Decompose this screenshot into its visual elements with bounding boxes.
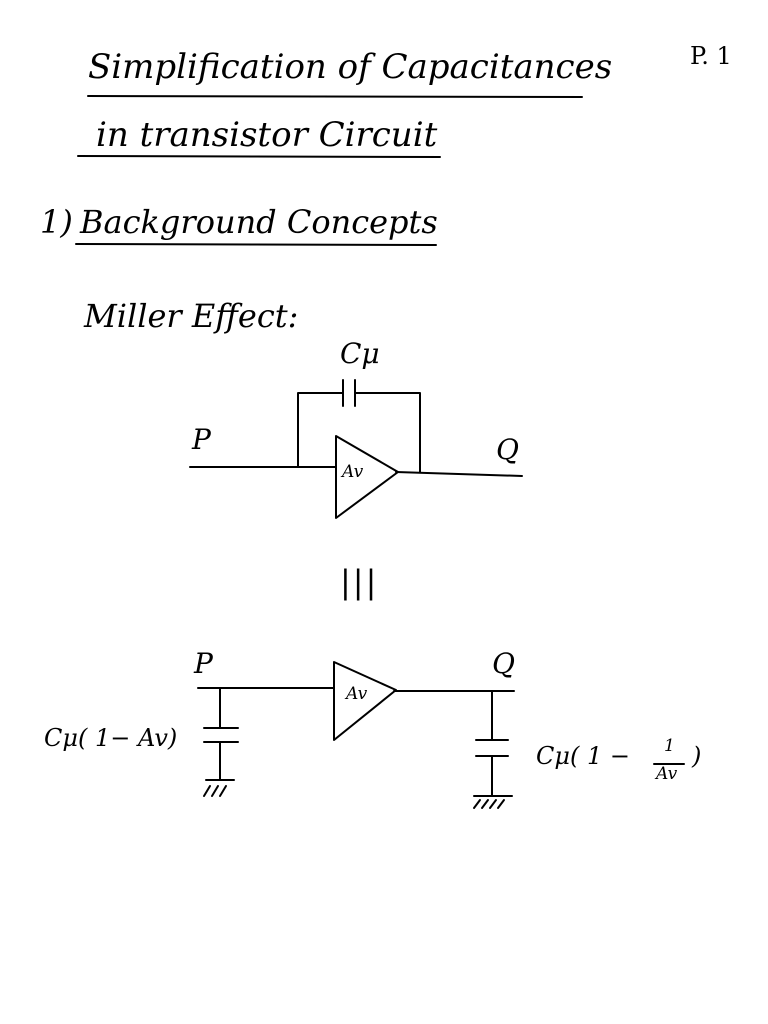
bottom-node-q-label: Q bbox=[492, 647, 515, 680]
output-miller-capacitance-prefix: Cμ( 1 − bbox=[536, 742, 630, 770]
output-capacitor-to-ground bbox=[473, 690, 513, 809]
output-fraction-denominator: Av bbox=[656, 764, 678, 784]
title-line2: in transistor Circuit bbox=[96, 115, 438, 155]
top-node-q-label: Q bbox=[496, 433, 519, 466]
feedback-capacitor-label: Cμ bbox=[340, 337, 380, 370]
top-feedback-loop bbox=[297, 379, 421, 473]
top-output-wire bbox=[395, 471, 523, 477]
input-capacitor-to-ground bbox=[203, 687, 239, 797]
output-miller-capacitance-suffix: ) bbox=[692, 742, 702, 770]
top-amp-gain-label: Av bbox=[342, 462, 364, 482]
bottom-amplifier-triangle bbox=[333, 661, 397, 741]
title-line1: Simplification of Capacitances bbox=[88, 47, 613, 87]
output-fraction-numerator: 1 bbox=[664, 736, 675, 756]
section-heading: Background Concepts bbox=[80, 203, 438, 241]
input-miller-capacitance-label: Cμ( 1− Av) bbox=[44, 724, 178, 752]
bottom-node-p-label: P bbox=[194, 647, 213, 680]
bottom-amp-gain-label: Av bbox=[346, 684, 368, 704]
section-underline bbox=[75, 243, 437, 246]
page-number: P. 1 bbox=[690, 42, 732, 70]
top-node-p-label: P bbox=[192, 423, 211, 456]
equivalence-symbol: ||| bbox=[340, 563, 379, 601]
miller-effect-subheading: Miller Effect: bbox=[84, 297, 299, 335]
section-number: 1) bbox=[40, 203, 73, 241]
top-amplifier-triangle bbox=[335, 435, 399, 519]
title-underline-2 bbox=[77, 155, 441, 158]
title-underline-1 bbox=[87, 95, 583, 98]
